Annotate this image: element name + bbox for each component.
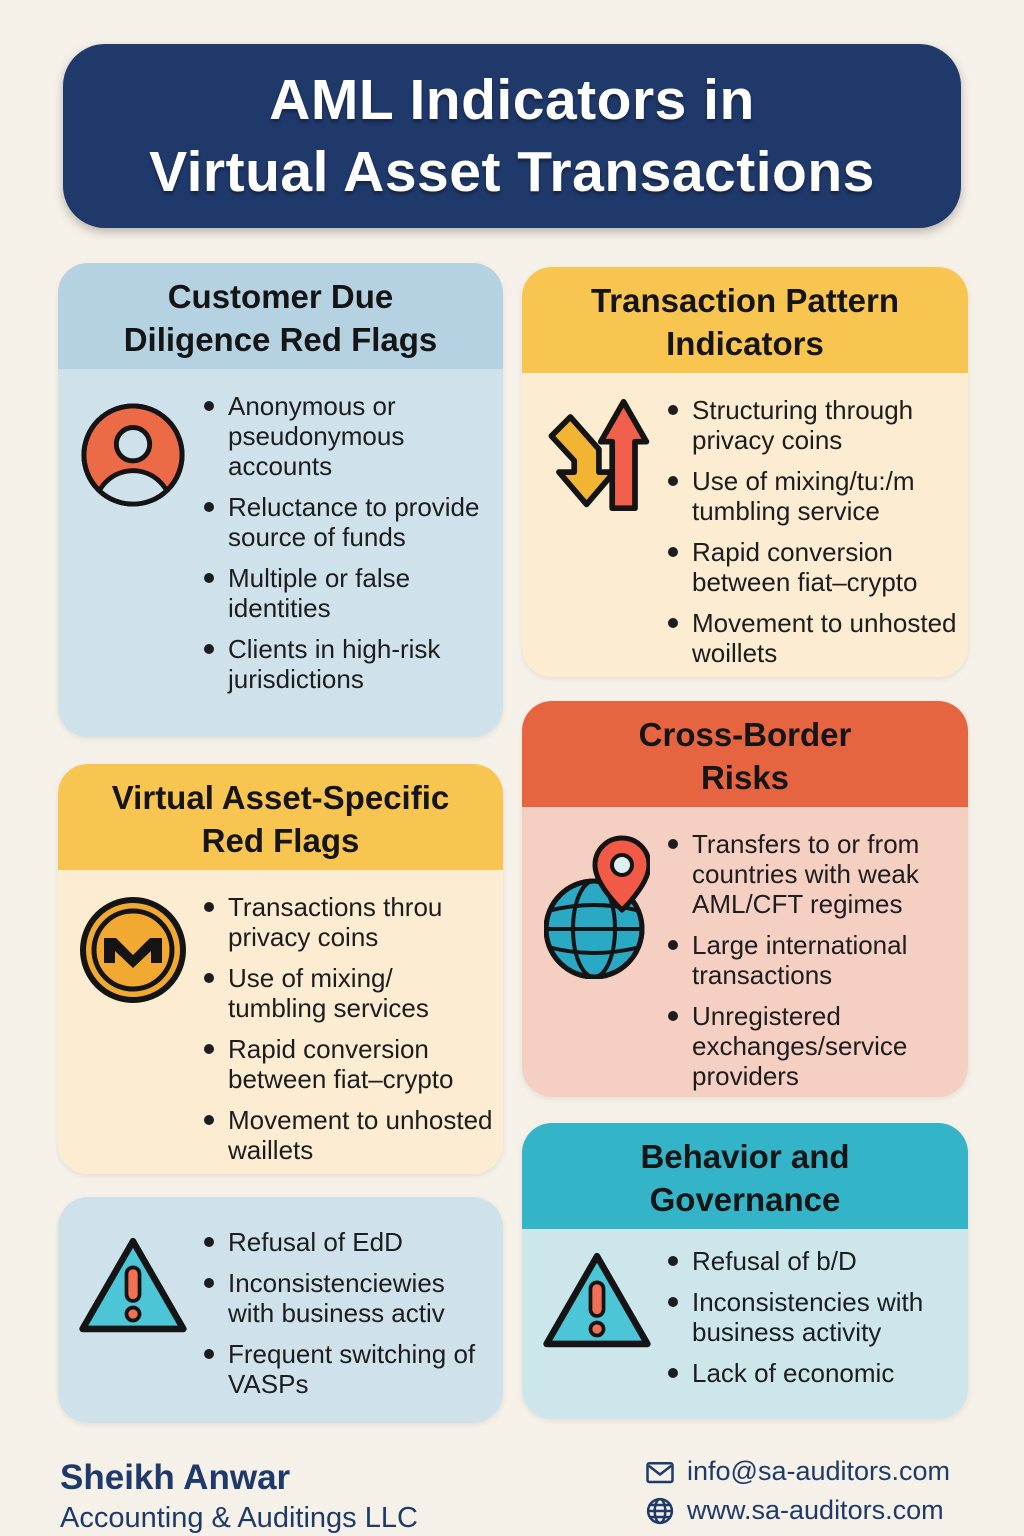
footer-contact: info@sa-auditors.com www.sa-auditors.com (645, 1456, 950, 1534)
author-company: Accounting & Auditings LLC (60, 1502, 418, 1534)
card-body: Transfers to or from countries with weak… (522, 807, 968, 1097)
bullet: Rapid conversion between fiat–crypto (662, 537, 958, 597)
author-name: Sheikh Anwar (60, 1458, 291, 1497)
footer-author: Sheikh Anwar Accounting & Auditings LLC (60, 1458, 418, 1535)
bullet: Rapid conversion between fiat–crypto (198, 1034, 493, 1094)
bullet: Inconsistencies with business activity (662, 1287, 958, 1347)
card-body: Anonymous or pseudonymous accounts Reluc… (58, 369, 503, 737)
warning-triangle-icon (79, 1237, 187, 1333)
card-title: Customer Due Diligence Red Flags (123, 278, 438, 358)
card-header: Transaction Pattern Indicators (522, 267, 968, 373)
bullet-list: Refusal of EdD Inconsistenciewies with b… (190, 1197, 503, 1423)
bullet: Lack of economic (662, 1358, 958, 1388)
mail-icon (646, 1461, 674, 1483)
card-customer-due-diligence: Customer Due Diligence Red Flags Anonymo… (58, 263, 503, 737)
bullet: Refusal of b/D (662, 1246, 958, 1276)
card-body: Refusal of EdD Inconsistenciewies with b… (58, 1197, 503, 1423)
icon-column (522, 807, 654, 1097)
bullet: Large international transactions (662, 930, 958, 990)
icon-column (522, 1229, 654, 1419)
user-icon (81, 403, 185, 507)
icon-column (522, 373, 654, 677)
page-title: AML Indicators in Virtual Asset Transact… (149, 68, 875, 204)
bullet: Use of mixing/ tumbling services (198, 963, 493, 1023)
card-title: Transaction Pattern Indicators (590, 282, 900, 362)
contact-email-row: info@sa-auditors.com (645, 1456, 950, 1487)
icon-column (58, 870, 190, 1174)
card-body: Transactions throu privacy coins Use of … (58, 870, 503, 1174)
bullet: Clients in high-risk jurisdictions (198, 634, 493, 694)
icon-column (58, 369, 190, 737)
card-transaction-pattern: Transaction Pattern Indicators Structuri… (522, 267, 968, 677)
card-virtual-asset-specific: Virtual Asset-Specific Red Flags Transac… (58, 764, 503, 1174)
card-edd-warning: Refusal of EdD Inconsistenciewies with b… (58, 1197, 503, 1423)
bullet-list: Anonymous or pseudonymous accounts Reluc… (190, 369, 503, 737)
card-body: Refusal of b/D Inconsistencies with busi… (522, 1229, 968, 1419)
card-behavior-governance: Behavior and Governance Refusal of b/D I… (522, 1123, 968, 1419)
bullet: Movement to unhosted woillets (662, 608, 958, 668)
card-header: Cross-Border Risks (522, 701, 968, 807)
bullet-list: Structuring through privacy coins Use of… (654, 373, 968, 677)
card-title: Behavior and Governance (640, 1138, 850, 1218)
card-title: Virtual Asset-Specific Red Flags (111, 779, 450, 859)
bullet-list: Transactions throu privacy coins Use of … (190, 870, 503, 1174)
warning-triangle-icon (543, 1252, 651, 1348)
bullet: Use of mixing/tu:/m tumbling service (662, 466, 958, 526)
contact-website-row: www.sa-auditors.com (645, 1495, 950, 1526)
card-title: Cross-Border Risks (638, 716, 852, 796)
title-banner: AML Indicators in Virtual Asset Transact… (63, 44, 961, 228)
bullet: Transfers to or from countries with weak… (662, 829, 958, 919)
card-cross-border-risks: Cross-Border Risks (522, 701, 968, 1097)
card-header: Customer Due Diligence Red Flags (58, 263, 503, 369)
bullet: Transactions throu privacy coins (198, 892, 493, 952)
arrows-up-down-icon (548, 398, 650, 512)
bullet: Reluctance to provide source of funds (198, 492, 493, 552)
bullet-list: Transfers to or from countries with weak… (654, 807, 968, 1097)
bullet: Unregistered exchanges/service providers (662, 1001, 958, 1091)
bullet: Structuring through privacy coins (662, 395, 958, 455)
card-header: Behavior and Governance (522, 1123, 968, 1229)
bullet: Inconsistenciewies with business activ (198, 1268, 493, 1328)
card-body: Structuring through privacy coins Use of… (522, 373, 968, 677)
contact-website: www.sa-auditors.com (687, 1495, 944, 1525)
bullet: Movement to unhosted waillets (198, 1105, 493, 1165)
bullet: Frequent switching of VASPs (198, 1339, 493, 1399)
monero-coin-icon (80, 897, 186, 1003)
bullet: Anonymous or pseudonymous accounts (198, 391, 493, 481)
bullet: Multiple or false identities (198, 563, 493, 623)
globe-pin-icon (544, 835, 650, 979)
bullet: Refusal of EdD (198, 1227, 493, 1257)
bullet-list: Refusal of b/D Inconsistencies with busi… (654, 1229, 968, 1419)
globe-icon (646, 1497, 674, 1524)
contact-email: info@sa-auditors.com (687, 1456, 951, 1486)
icon-column (58, 1197, 190, 1423)
card-header: Virtual Asset-Specific Red Flags (58, 764, 503, 870)
